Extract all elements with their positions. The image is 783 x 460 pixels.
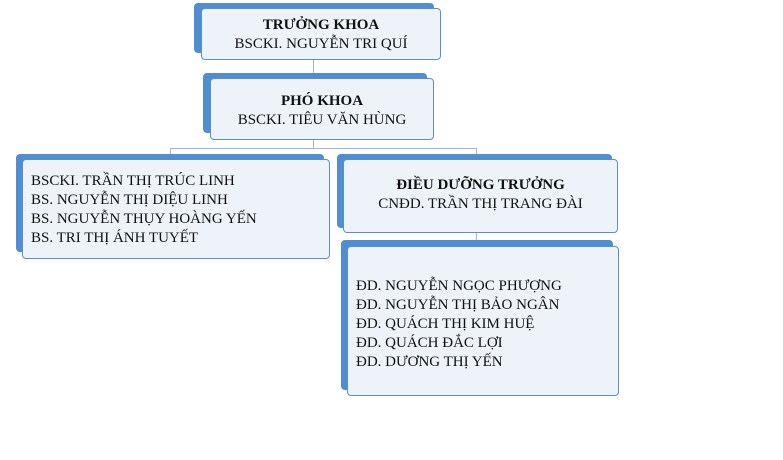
doctor-item: BSCKI. TRẦN THỊ TRÚC LINH [31,173,235,189]
nurses-box: ĐD. NGUYỄN NGỌC PHƯỢNG ĐD. NGUYỄN THỊ BẢ… [347,246,619,396]
connector-deputy-down [313,140,314,148]
doctor-item: BS. NGUYỄN THỤY HOÀNG YẾN [31,211,257,227]
head-nurse-name: CNĐD. TRẦN THỊ TRANG ĐÀI [378,196,583,212]
deputy-name: BSCKI. TIÊU VĂN HÙNG [237,112,407,128]
head-nurse-box: ĐIỀU DƯỠNG TRƯỞNG CNĐD. TRẦN THỊ TRANG Đ… [343,159,618,233]
nurse-item: ĐD. NGUYỄN THỊ BẢO NGÂN [356,297,560,313]
connector-to-doctors [170,148,171,154]
doctor-item: BS. NGUYỄN THỊ DIỆU LINH [31,192,228,208]
head-of-department-box: TRƯỞNG KHOA BSCKI. NGUYỄN TRI QUÍ [201,8,441,60]
connector-to-head-nurse [476,148,477,154]
connector-head-to-deputy [313,60,314,78]
head-nurse-title: ĐIỀU DƯỠNG TRƯỞNG [396,177,565,193]
deputy-title: PHÓ KHOA [280,93,364,109]
nurse-item: ĐD. QUÁCH THỊ KIM HUỆ [356,316,535,332]
nurse-item: ĐD. DƯƠNG THỊ YẾN [356,354,503,370]
head-title: TRƯỞNG KHOA [262,17,380,33]
head-name: BSCKI. NGUYỄN TRI QUÍ [234,36,408,52]
connector-head-nurse-to-nurses [476,232,477,242]
connector-horizontal-branch [170,148,476,149]
doctors-box: BSCKI. TRẦN THỊ TRÚC LINH BS. NGUYỄN THỊ… [22,159,330,259]
nurse-item: ĐD. QUÁCH ĐẮC LỢI [356,335,503,351]
doctor-item: BS. TRI THỊ ÁNH TUYẾT [31,230,199,246]
deputy-head-box: PHÓ KHOA BSCKI. TIÊU VĂN HÙNG [210,78,434,140]
nurse-item: ĐD. NGUYỄN NGỌC PHƯỢNG [356,278,562,294]
